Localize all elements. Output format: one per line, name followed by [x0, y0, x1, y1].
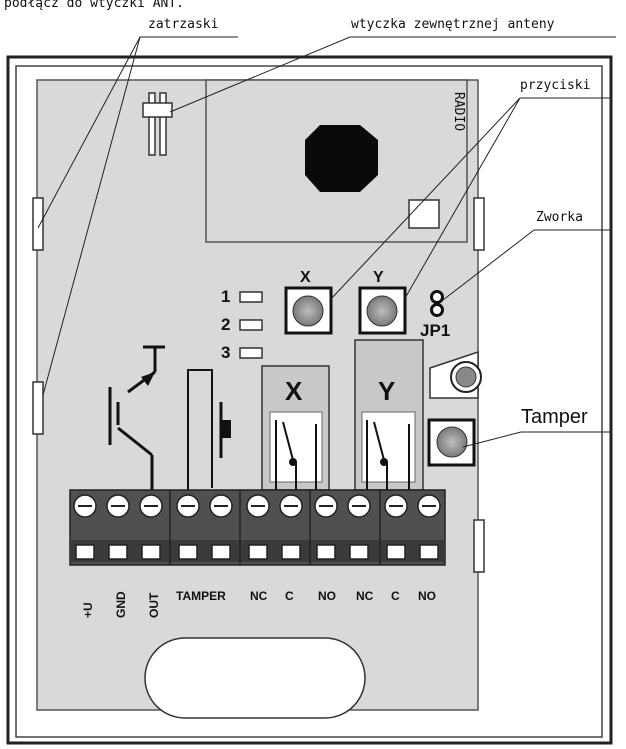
terminal-label-tamper: TAMPER [176, 589, 226, 603]
terminal-label-no: NO [418, 589, 436, 603]
terminal-clamp [141, 544, 161, 560]
radio-label: RADIO [451, 92, 466, 131]
button-y[interactable]: Y [358, 269, 407, 335]
callout-antenna-plug: wtyczka zewnętrznej anteny [351, 17, 555, 32]
terminal-labels: +U GND OUT TAMPER NC C NO NC C NO [81, 589, 436, 618]
led-3-label: 3 [221, 343, 230, 362]
terminal-label-gnd: GND [114, 591, 128, 618]
mounting-screw [429, 350, 482, 399]
radio-module: RADIO [205, 79, 468, 243]
button-x-label: X [300, 269, 311, 286]
transistor-symbol [108, 345, 165, 490]
callout-jumper: Zworka [536, 210, 583, 225]
terminal-clamp [419, 544, 439, 560]
latch-left-bottom [32, 381, 44, 435]
header-text: podłącz do wtyczki ANT. [4, 0, 184, 11]
antenna-plug [142, 92, 173, 156]
callout-buttons: przyciski [520, 78, 590, 93]
terminal-clamp [349, 544, 369, 560]
tamper-switch-symbol [187, 369, 231, 490]
latch-right-top [473, 197, 485, 251]
terminal-clamp [108, 544, 128, 560]
terminal-label-nc: NC [250, 589, 268, 603]
terminal-label-nc: NC [356, 589, 374, 603]
terminal-clamp [248, 544, 268, 560]
relay-x-label: X [285, 376, 303, 406]
mounting-hole [144, 637, 366, 719]
terminal-block [69, 489, 446, 566]
tamper-button[interactable] [427, 418, 476, 467]
jumper-label: JP1 [420, 321, 450, 340]
terminal-clamp [316, 544, 336, 560]
callout-latches: zatrzaski [148, 17, 218, 32]
button-x[interactable]: X [284, 269, 333, 335]
latch-right-bottom [473, 519, 485, 573]
terminal-label-u: +U [81, 602, 95, 618]
latch-left-top [32, 197, 44, 251]
led-1-label: 1 [221, 287, 230, 306]
relay-y: Y [354, 339, 424, 491]
terminal-clamp [386, 544, 406, 560]
relay-y-label: Y [378, 376, 395, 406]
terminal-label-out: OUT [147, 592, 161, 618]
terminal-clamp [281, 544, 301, 560]
led-indicators: 1 2 3 [221, 287, 263, 362]
terminal-label-no: NO [318, 589, 336, 603]
led-2-label: 2 [221, 315, 230, 334]
callout-tamper: Tamper [521, 406, 588, 428]
terminal-label-c: C [285, 589, 294, 603]
terminal-clamp [211, 544, 231, 560]
relay-x: X [261, 365, 330, 491]
callout-lines [37, 36, 616, 448]
terminal-label-c: C [391, 589, 400, 603]
button-y-label: Y [373, 269, 384, 286]
terminal-clamp [178, 544, 198, 560]
terminal-clamp [75, 544, 95, 560]
jumper-jp1[interactable]: JP1 [420, 290, 450, 341]
